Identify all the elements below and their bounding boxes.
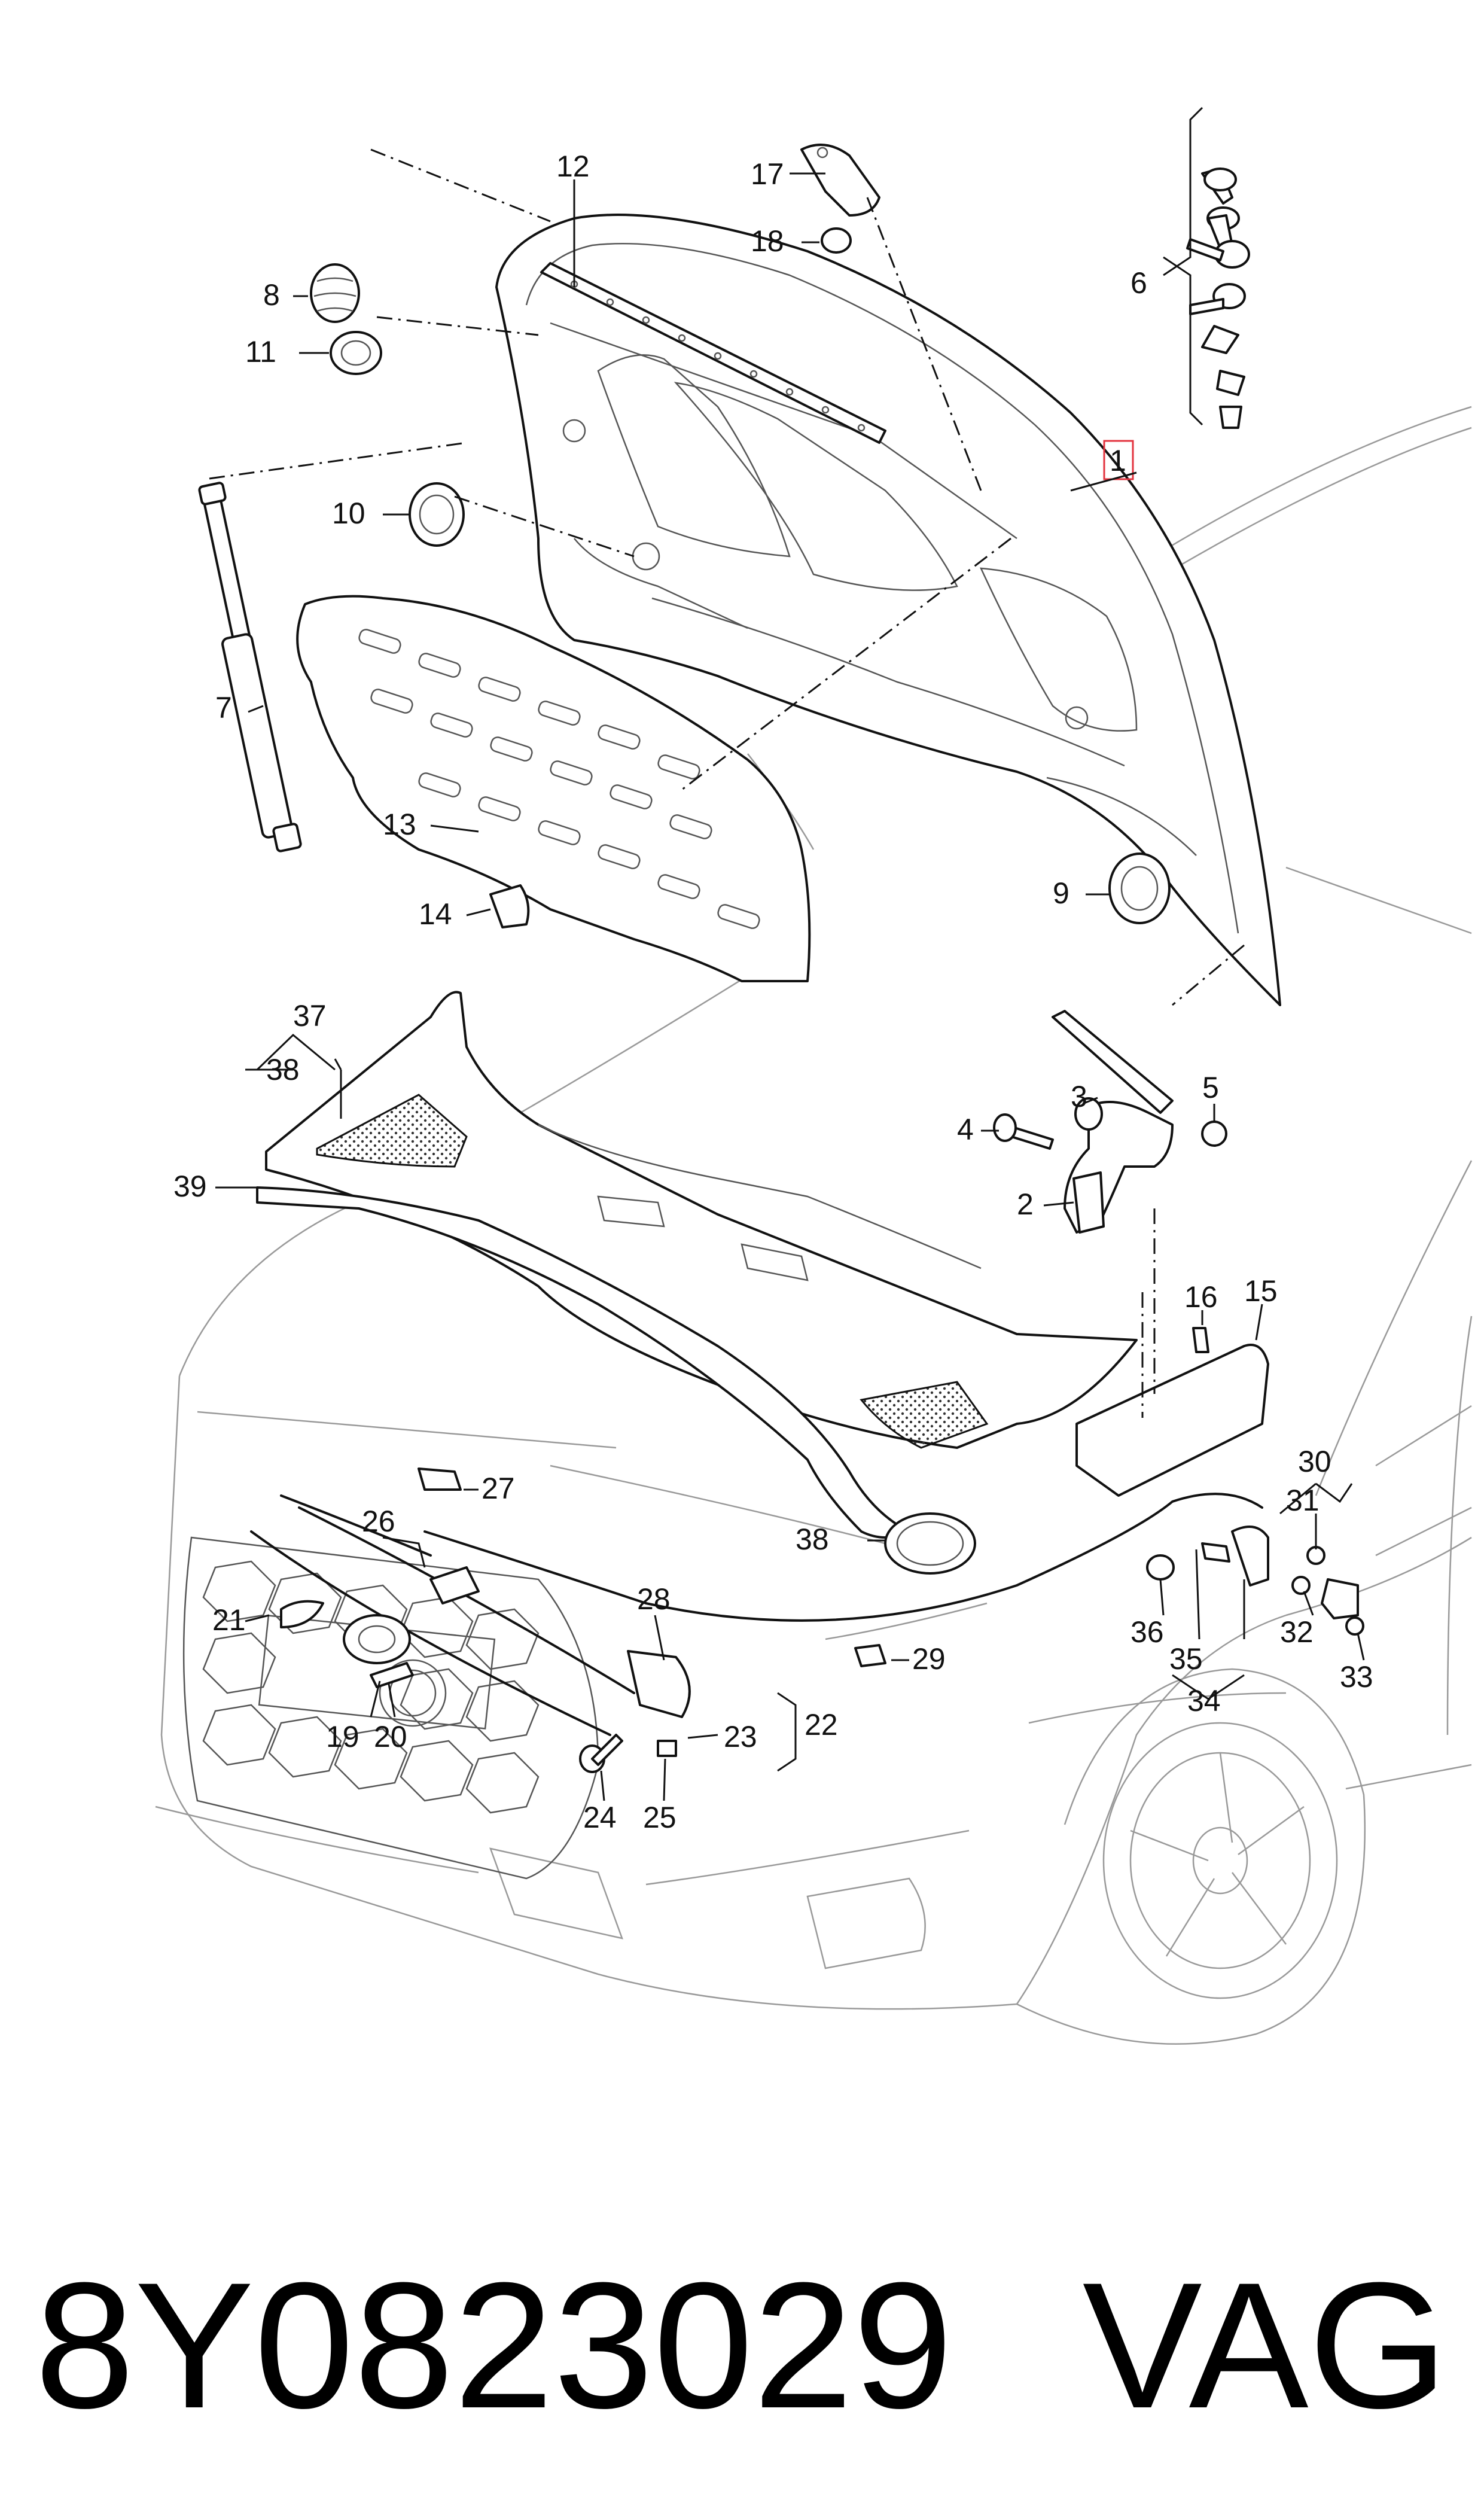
front-grille: [182, 1536, 599, 1880]
callout-35: 35: [1169, 1642, 1203, 1676]
callout-labels: 1 12 17 18 6 8 11 10 7 13 14 9 3 5 4 2 1…: [173, 150, 1373, 1834]
hood-hinge-lower: [993, 1010, 1227, 1234]
callout-16: 16: [1184, 1280, 1218, 1314]
callout-12: 12: [556, 150, 590, 183]
callout-34: 34: [1187, 1684, 1221, 1718]
hood-hinge-upper: [800, 144, 880, 254]
plenum-cover: [265, 991, 1138, 1449]
callout-22: 22: [805, 1708, 838, 1741]
callout-39: 39: [173, 1170, 207, 1203]
callout-32: 32: [1280, 1615, 1314, 1649]
hinge-bracket-parts: [1146, 1526, 1364, 1636]
callout-33: 33: [1340, 1660, 1373, 1694]
callout-36: 36: [1130, 1615, 1164, 1649]
lock-parts: [280, 1467, 976, 1773]
callout-24: 24: [583, 1801, 617, 1834]
callout-10: 10: [332, 497, 365, 530]
callout-6: 6: [1130, 266, 1147, 300]
callout-27: 27: [482, 1472, 515, 1505]
hood-panel: [495, 214, 1281, 1006]
callout-23: 23: [724, 1720, 757, 1753]
gas-strut: [198, 482, 302, 852]
callout-17: 17: [751, 157, 784, 191]
callout-14: 14: [419, 897, 452, 931]
callout-29: 29: [912, 1642, 946, 1676]
callout-30: 30: [1298, 1445, 1331, 1478]
callout-9: 9: [1053, 876, 1069, 910]
callout-21: 21: [212, 1603, 246, 1637]
hood-insulation-mat: [296, 595, 811, 982]
callout-37: 37: [293, 999, 327, 1033]
callout-4: 4: [957, 1113, 974, 1146]
highlight-box-part-1: [1103, 440, 1134, 480]
callout-20: 20: [374, 1720, 407, 1753]
callout-5: 5: [1202, 1071, 1219, 1104]
callout-1: 1: [1110, 444, 1126, 477]
callout-15: 15: [1244, 1274, 1278, 1308]
callout-2: 2: [1017, 1188, 1034, 1221]
callout-11: 11: [245, 335, 276, 369]
bracket-15: [1075, 1327, 1269, 1497]
bolt-set: [1186, 168, 1250, 429]
leader-lines: [209, 106, 1365, 1801]
callout-25: 25: [643, 1801, 677, 1834]
callout-38-cap: 38: [796, 1523, 829, 1556]
callout-13: 13: [383, 808, 416, 841]
callout-3: 3: [1071, 1080, 1087, 1113]
buffers: [310, 263, 1171, 924]
callout-31: 31: [1286, 1484, 1320, 1517]
callout-8: 8: [263, 278, 280, 312]
clip-14: [489, 884, 530, 928]
callout-26: 26: [362, 1505, 395, 1538]
callout-7: 7: [215, 691, 232, 724]
callout-18: 18: [751, 224, 784, 258]
callout-19: 19: [326, 1720, 359, 1753]
part-number: 8Y0823029: [35, 2245, 953, 2446]
brand-label: VAG: [1082, 2245, 1448, 2446]
callout-28: 28: [637, 1582, 671, 1616]
callout-38-plenum: 38: [266, 1053, 300, 1086]
